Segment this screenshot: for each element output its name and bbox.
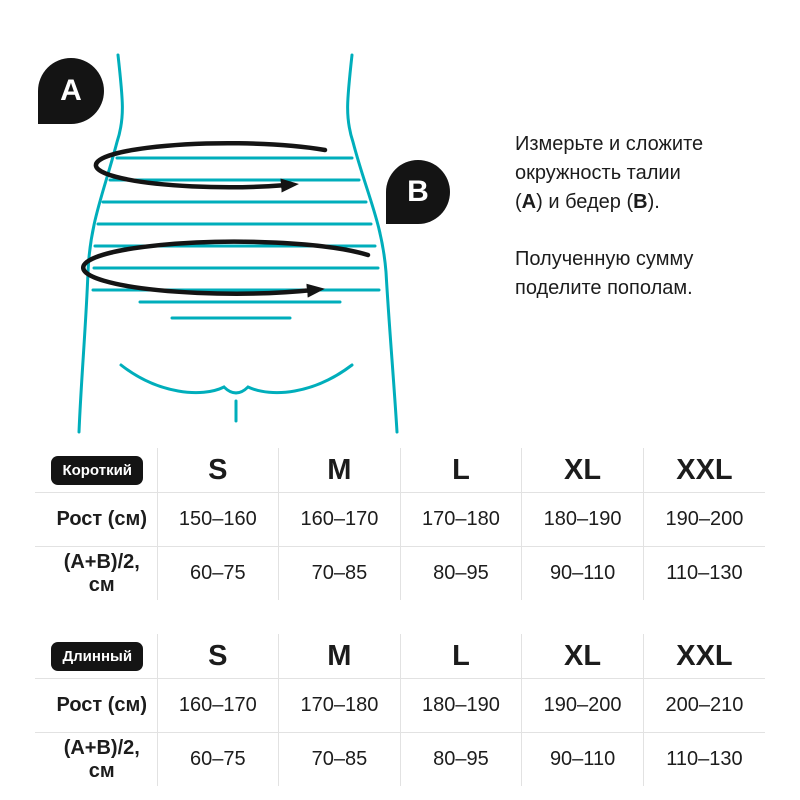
table-cell: 190–200 [642, 492, 765, 547]
table-badge-cell: Короткий [35, 448, 158, 493]
size-tables: Короткий S M L XL XXL Рост (см) 150–160 … [35, 448, 765, 786]
label-a-text: A [60, 74, 82, 107]
table-cell: 160–170 [156, 678, 280, 733]
row-label: Рост (см) [35, 492, 158, 547]
table-header-row: Длинный S M L XL XXL [35, 634, 765, 679]
body-measurement-diagram [77, 53, 399, 434]
instructions-line: поделите пополам. [515, 277, 693, 299]
table-badge-cell: Длинный [35, 634, 158, 679]
row-label: (A+B)/2, см [35, 732, 158, 786]
size-table-long: Длинный S M L XL XXL Рост (см) 160–170 1… [35, 634, 765, 786]
table-cell: 60–75 [156, 732, 280, 786]
table-cell: 180–190 [399, 678, 523, 733]
table-cell: 150–160 [156, 492, 280, 547]
size-table-short: Короткий S M L XL XXL Рост (см) 150–160 … [35, 448, 765, 600]
size-col-header: L [399, 634, 523, 679]
table-cell: 190–200 [521, 678, 644, 733]
size-col-header: XL [521, 634, 644, 679]
tables-spacer [35, 600, 765, 634]
table-cell: 180–190 [521, 492, 644, 547]
table-cell: 160–170 [278, 492, 401, 547]
hip-measure-arrow [81, 239, 371, 298]
table-cell: 70–85 [278, 732, 401, 786]
table-header-row: Короткий S M L XL XXL [35, 448, 765, 493]
table-cell: 110–130 [642, 732, 765, 786]
size-col-header: L [399, 448, 523, 493]
table-cell: 80–95 [399, 546, 523, 600]
size-col-header: M [278, 634, 401, 679]
table-cell: 60–75 [156, 546, 280, 600]
table-badge-long: Длинный [51, 641, 144, 671]
waistband-stripes [91, 156, 381, 292]
table-row-height: Рост (см) 160–170 170–180 180–190 190–20… [35, 678, 765, 733]
torso-outline [77, 53, 399, 434]
row-label: (A+B)/2, см [35, 546, 158, 600]
waist-measure-arrow [93, 140, 328, 193]
label-a-badge: A [38, 58, 104, 124]
table-row-girth: (A+B)/2, см 60–75 70–85 80–95 90–110 110… [35, 732, 765, 786]
letter-b-ref: B [633, 191, 648, 213]
table-row-girth: (A+B)/2, см 60–75 70–85 80–95 90–110 110… [35, 546, 765, 600]
instructions-paragraph-1: Измерьте и сложите окружность талии (A) … [515, 130, 780, 217]
size-col-header: XXL [642, 448, 765, 493]
table-cell: 80–95 [399, 732, 523, 786]
size-col-header: S [156, 448, 280, 493]
table-cell: 90–110 [521, 732, 644, 786]
instructions-text: Измерьте и сложите окружность талии (A) … [515, 130, 780, 303]
label-b-text: B [407, 175, 429, 208]
size-col-header: XXL [642, 634, 765, 679]
label-b-badge: B [386, 160, 450, 224]
size-col-header: S [156, 634, 280, 679]
size-col-header: XL [521, 448, 644, 493]
row-label: Рост (см) [35, 678, 158, 733]
instructions-line: окружность талии [515, 162, 681, 184]
hem-curve [119, 363, 354, 423]
table-cell: 110–130 [642, 546, 765, 600]
table-cell: 70–85 [278, 546, 401, 600]
instructions-line: (A) и бедер (B). [515, 191, 660, 213]
size-col-header: M [278, 448, 401, 493]
table-cell: 200–210 [642, 678, 765, 733]
table-cell: 90–110 [521, 546, 644, 600]
instructions-paragraph-2: Полученную сумму поделите пополам. [515, 245, 780, 303]
table-row-height: Рост (см) 150–160 160–170 170–180 180–19… [35, 492, 765, 547]
hip-lines [138, 300, 342, 320]
table-cell: 170–180 [278, 678, 401, 733]
table-badge-short: Короткий [51, 455, 144, 485]
table-cell: 170–180 [399, 492, 523, 547]
letter-a-ref: A [521, 191, 537, 213]
instructions-line: Полученную сумму [515, 248, 694, 270]
instructions-line: Измерьте и сложите [515, 133, 704, 155]
